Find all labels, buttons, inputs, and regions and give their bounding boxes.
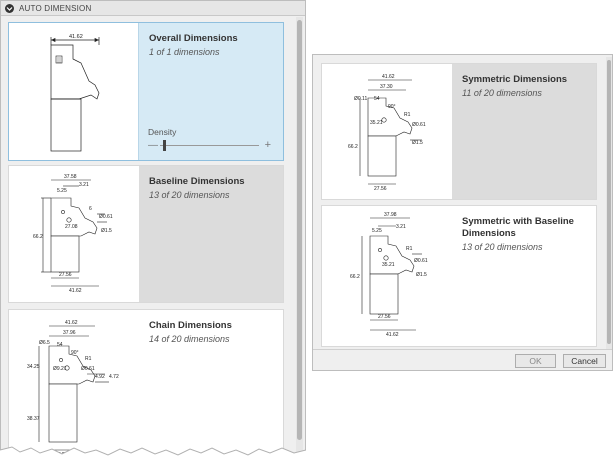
thumb-label: R1 (406, 246, 413, 252)
thumb-label: 66.2 (348, 144, 358, 150)
option-count: 13 of 20 dimensions (462, 242, 543, 252)
thumb-label: 3.21 (396, 224, 406, 230)
thumb-label: Ø1.5 (412, 140, 423, 146)
thumb-label: 4.92 (95, 374, 105, 380)
thumb-label: 35.21 (382, 262, 395, 268)
option-card-symmetric-dimensions[interactable]: 41.62 37.30 Ø0.11 54 90° R1 35.21 Ø0.61 … (321, 63, 597, 200)
cancel-button[interactable]: Cancel (563, 354, 606, 368)
option-info: Symmetric with Baseline Dimensions 13 of… (452, 206, 596, 346)
thumb-label: Ø0.11 (354, 96, 367, 102)
torn-edge-decoration (0, 446, 306, 465)
thumb-label: 3.21 (79, 182, 89, 188)
option-info: Overall Dimensions 1 of 1 dimensions (139, 23, 283, 160)
thumbnail-symmetric-baseline-dimensions: 37.98 3.21 5.25 35.21 R1 Ø0.61 Ø1.5 66.2… (322, 206, 452, 346)
collapse-icon[interactable] (5, 3, 14, 13)
option-card-overall-dimensions[interactable]: 41.62 Overall Dimensions 1 of 1 dimensio… (8, 22, 284, 161)
thumb-label: 4.72 (109, 374, 119, 380)
option-card-baseline-dimensions[interactable]: 37.58 3.21 5.25 6 27.08 Ø0.61 Ø1.5 66.2 … (8, 165, 284, 303)
dimension-options-panel-continued: 41.62 37.30 Ø0.11 54 90° R1 35.21 Ø0.61 … (312, 54, 613, 371)
thumb-label: 27.56 (59, 272, 72, 278)
thumb-label: Ø6.5 (39, 340, 50, 346)
thumb-label: 90° (388, 104, 396, 110)
thumb-label: Ø0.61 (412, 122, 426, 128)
thumbnail-overall-dimensions: 41.62 (9, 23, 139, 160)
panel-title: AUTO DIMENSION (19, 3, 92, 13)
density-slider[interactable]: — + (148, 140, 271, 152)
thumb-label: 41.62 (65, 320, 78, 326)
density-label: Density (148, 127, 177, 137)
panel-titlebar: AUTO DIMENSION (1, 1, 305, 16)
plus-icon[interactable]: + (264, 139, 271, 151)
auto-dimension-panel: AUTO DIMENSION 41.62 (0, 0, 306, 459)
option-info: Chain Dimensions 14 of 20 dimensions (139, 310, 283, 458)
density-slider-thumb[interactable] (163, 140, 166, 151)
vertical-scrollbar[interactable] (606, 57, 612, 349)
thumb-label: 41.62 (69, 34, 83, 40)
thumb-label: 5.25 (372, 228, 382, 234)
thumb-label: Ø0.61 (99, 214, 113, 220)
thumb-label: 41.62 (386, 332, 399, 338)
option-info: Symmetric Dimensions 11 of 20 dimensions (452, 64, 596, 199)
dimension-options-list: 41.62 Overall Dimensions 1 of 1 dimensio… (6, 19, 294, 459)
option-title: Chain Dimensions (149, 320, 232, 331)
thumb-label: 27.56 (378, 314, 391, 320)
thumbnail-symmetric-dimensions: 41.62 37.30 Ø0.11 54 90° R1 35.21 Ø0.61 … (322, 64, 452, 199)
thumb-label: 66.2 (33, 234, 43, 240)
thumb-label: 37.58 (64, 174, 77, 180)
ok-button[interactable]: OK (515, 354, 556, 368)
thumb-label: 38.37 (27, 416, 40, 422)
thumb-label: 37.96 (63, 330, 76, 336)
option-title: Symmetric with Baseline Dimensions (462, 216, 574, 239)
thumb-label: 6 (89, 206, 92, 212)
density-track (160, 145, 259, 146)
minus-icon[interactable]: — (148, 140, 158, 151)
thumb-label: 41.62 (69, 288, 82, 294)
thumb-label: R1 (404, 112, 411, 118)
option-title: Symmetric Dimensions (462, 74, 568, 85)
option-title: Baseline Dimensions (149, 176, 245, 187)
thumb-label: 27.08 (65, 224, 78, 230)
thumb-label: Ø9.21 (53, 366, 67, 372)
thumb-label: 5.25 (57, 188, 67, 194)
option-card-chain-dimensions[interactable]: 41.62 37.96 Ø6.5 54 90° R1 Ø9.21 Ø0.61 3… (8, 309, 284, 459)
thumbnail-chain-dimensions: 41.62 37.96 Ø6.5 54 90° R1 Ø9.21 Ø0.61 3… (9, 310, 139, 458)
thumb-label: Ø0.61 (414, 258, 428, 264)
thumb-label: 34.25 (27, 364, 40, 370)
thumb-label: 27.56 (374, 186, 387, 192)
option-title: Overall Dimensions (149, 33, 238, 44)
dialog-footer: OK Cancel (313, 349, 612, 370)
dimension-options-list: 41.62 37.30 Ø0.11 54 90° R1 35.21 Ø0.61 … (318, 61, 602, 347)
thumb-label: 66.2 (350, 274, 360, 280)
scrollbar-thumb[interactable] (297, 20, 302, 440)
option-info: Baseline Dimensions 13 of 20 dimensions (139, 166, 283, 302)
thumb-label: 54 (57, 342, 63, 348)
thumb-label: Ø1.5 (101, 228, 112, 234)
option-card-symmetric-baseline-dimensions[interactable]: 37.98 3.21 5.25 35.21 R1 Ø0.61 Ø1.5 66.2… (321, 205, 597, 347)
thumb-label: Ø1.5 (416, 272, 427, 278)
thumb-label: 37.30 (380, 84, 393, 90)
thumb-label: 90° (71, 350, 79, 356)
thumb-label: R1 (85, 356, 92, 362)
option-count: 13 of 20 dimensions (149, 190, 230, 200)
vertical-scrollbar[interactable] (296, 17, 303, 457)
option-count: 14 of 20 dimensions (149, 334, 230, 344)
thumbnail-baseline-dimensions: 37.58 3.21 5.25 6 27.08 Ø0.61 Ø1.5 66.2 … (9, 166, 139, 302)
option-count: 1 of 1 dimensions (149, 47, 220, 57)
thumb-label: 35.21 (370, 120, 383, 126)
thumb-label: Ø0.61 (81, 366, 95, 372)
scrollbar-thumb[interactable] (607, 60, 611, 344)
thumb-label: 54 (374, 96, 380, 102)
thumb-label: 41.62 (382, 74, 395, 80)
thumb-label: 37.98 (384, 212, 397, 218)
option-count: 11 of 20 dimensions (462, 88, 542, 98)
